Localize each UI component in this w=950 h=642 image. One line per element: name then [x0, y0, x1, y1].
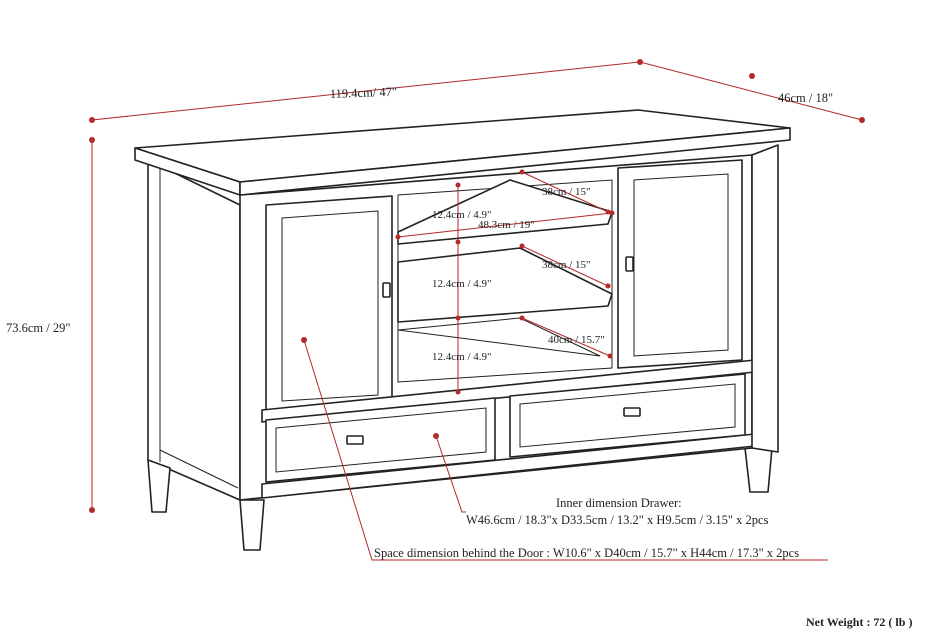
shelf-gap-dot-3 — [455, 315, 461, 321]
shelf-depth-bottom-dot-a — [519, 315, 525, 321]
tv-stand-drawing — [134, 109, 791, 551]
notes: Inner dimension Drawer: W46.6cm / 18.3"x… — [374, 496, 912, 629]
height-bottom-dot — [89, 507, 95, 513]
depth-end-dot — [859, 117, 865, 123]
door-leader-dot — [301, 337, 307, 343]
shelf-depth-mid-label: 38cm / 15" — [542, 259, 591, 271]
shelf-depth-top-line — [521, 171, 609, 213]
drawer-leader-dot — [433, 433, 439, 439]
left-door-handle[interactable] — [382, 282, 391, 298]
width-dimension-line — [91, 61, 641, 121]
shelf-depth-mid-dot-a — [519, 243, 525, 249]
right-drawer-handle[interactable] — [623, 407, 641, 417]
drawer-leader-line — [435, 435, 466, 513]
door-space-note: Space dimension behind the Door : W10.6"… — [374, 546, 799, 560]
shelf-depth-top-dot-b — [605, 209, 611, 215]
shelf-depth-mid-dot-b — [605, 283, 611, 289]
shelf-depth-top-dot-a — [519, 169, 525, 175]
depth-dimension-line — [639, 61, 863, 121]
dimension-lines — [89, 59, 865, 561]
shelf-gap-mid-label: 12.4cm / 4.9" — [432, 278, 492, 290]
drawer-note-dims: W46.6cm / 18.3"x D33.5cm / 13.2" x H9.5c… — [466, 513, 769, 527]
left-drawer-inner — [275, 407, 487, 473]
shelf-top — [397, 179, 613, 245]
height-label: 73.6cm / 29" — [6, 321, 70, 335]
right-door-inner-panel — [633, 173, 729, 357]
shelf-gap-dot-4 — [455, 389, 461, 395]
width-label: 119.4cm/ 47" — [330, 85, 398, 101]
shelf-width-label: 48.3cm / 19" — [478, 219, 535, 231]
left-drawer-handle[interactable] — [346, 435, 364, 445]
left-side-panel — [147, 159, 241, 501]
shelf-depth-bottom-dot-b — [607, 353, 613, 359]
shelf-width-start-dot — [395, 234, 401, 240]
right-door — [617, 159, 743, 369]
width-start-dot — [89, 117, 95, 123]
left-door-inner-panel — [281, 210, 379, 402]
height-top-dot — [89, 137, 95, 143]
depth-label: 46cm / 18" — [778, 91, 833, 105]
left-side-bottom-rail — [159, 449, 239, 489]
shelf-width-end-dot — [609, 210, 615, 216]
drawer-note-title: Inner dimension Drawer: — [556, 496, 682, 510]
shelf-bottom — [397, 317, 601, 357]
shelf-gap-top-label: 12.4cm / 4.9" — [432, 209, 492, 221]
shelf-gap-dot-1 — [455, 182, 461, 188]
shelf-depth-bottom-label: 40cm / 15.7" — [548, 334, 605, 346]
net-weight-label: Net Weight : 72 ( lb ) — [806, 615, 912, 629]
top-side-edge — [239, 127, 791, 196]
left-door — [265, 195, 393, 413]
shelf-gap-dot-2 — [455, 239, 461, 245]
shelf-depth-bottom-line — [521, 317, 611, 357]
shelf-depth-mid-line — [521, 245, 609, 287]
depth-mid-dot — [749, 73, 755, 79]
right-drawer-inner — [519, 383, 736, 448]
dimension-labels: 119.4cm/ 47" 46cm / 18" 73.6cm / 29" 12.… — [6, 85, 833, 363]
shelf-width-line — [397, 212, 613, 238]
right-side-panel — [751, 144, 779, 453]
shelf-gap-bottom-label: 12.4cm / 4.9" — [432, 351, 492, 363]
shelf-depth-top-label: 38cm / 15" — [542, 186, 591, 198]
right-front-leg — [744, 447, 773, 493]
door-leader-line — [303, 339, 828, 561]
left-back-leg — [147, 459, 171, 513]
right-door-handle[interactable] — [625, 256, 634, 272]
left-front-leg — [239, 499, 265, 551]
shelf-middle — [397, 247, 613, 323]
